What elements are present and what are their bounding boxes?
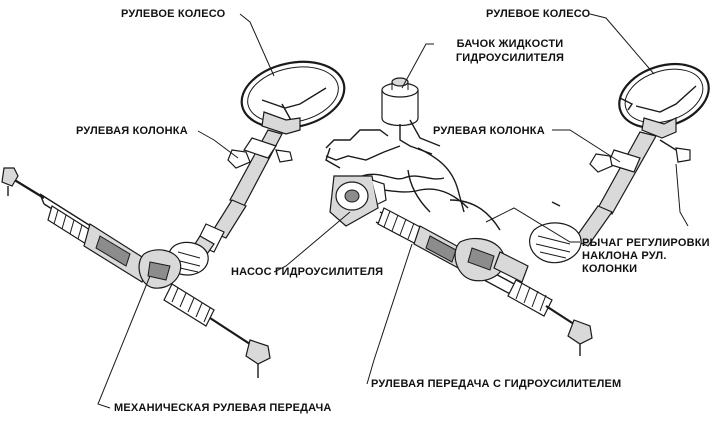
label-reservoir-line2: ГИДРОУСИЛИТЕЛЯ [455,52,565,64]
label-steering-column-right: РУЛЕВАЯ КОЛОНКА [433,125,545,137]
manual-steering-assembly [1,60,346,378]
label-power-steering-pump: НАСОС ГИДРОУСИЛИТЕЛЯ [231,266,384,278]
label-reservoir-line1: БАЧОК ЖИДКОСТИ [456,38,564,50]
power-steering-reservoir [381,77,441,155]
right-steering-column [529,131,691,264]
power-steering-pump [329,175,387,227]
label-steering-column-left: РУЛЕВАЯ КОЛОНКА [76,125,188,137]
power-rack [375,207,593,356]
power-steering-assembly [325,63,710,356]
label-tilt-lever-line1: РЫЧАГ РЕГУЛИРОВКИ [582,237,710,249]
label-power-steering-gear: РУЛЕВАЯ ПЕРЕДАЧА С ГИДРОУСИЛИТЕЛЕМ [371,378,622,390]
left-steering-wheel [240,60,346,135]
label-tilt-lever-line2: НАКЛОНА РУЛ. [582,250,667,262]
left-steering-column [167,129,293,276]
right-steering-wheel [618,63,710,139]
leader-lines [97,13,689,409]
label-manual-steering-gear: МЕХАНИЧЕСКАЯ РУЛЕВАЯ ПЕРЕДАЧА [114,402,332,414]
left-manual-rack [1,167,271,378]
label-tilt-lever-line3: КОЛОНКИ [582,263,638,275]
label-steering-wheel-right: РУЛЕВОЕ КОЛЕСО [486,8,591,20]
label-steering-wheel-left: РУЛЕВОЕ КОЛЕСО [121,8,226,20]
